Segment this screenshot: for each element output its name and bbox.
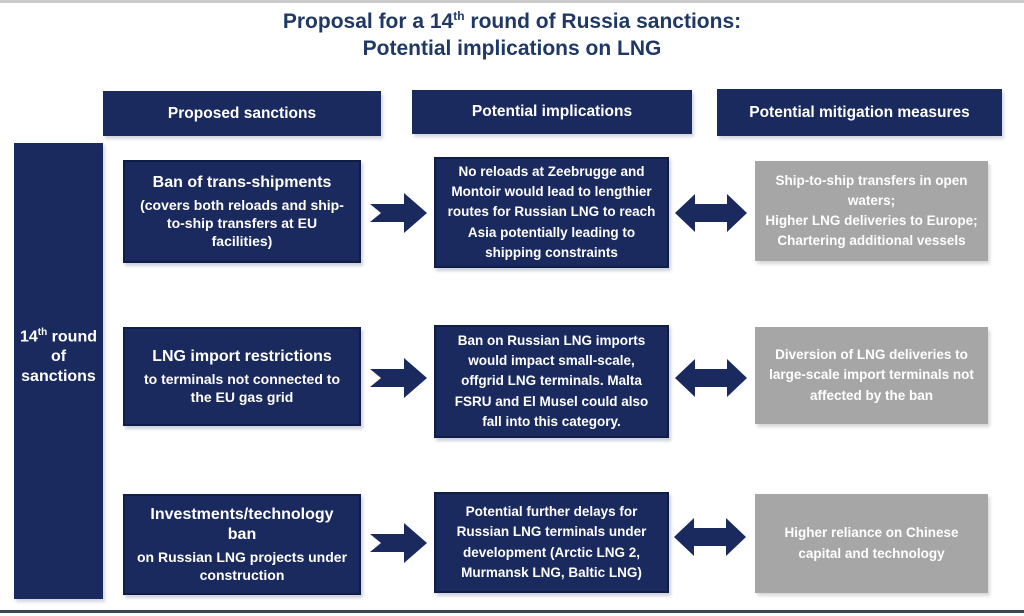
diagram-title-line1: Proposal for a 14th round of Russia sanc… bbox=[282, 9, 742, 33]
diagram-title: Proposal for a 14th round of Russia sanc… bbox=[0, 8, 1024, 63]
sanction-title: Ban of trans-shipments bbox=[152, 173, 332, 191]
side-label-text: 14th round of sanctions bbox=[19, 326, 97, 386]
mitigation-text: Higher reliance on Chinese capital and t… bbox=[784, 525, 959, 561]
top-border-line bbox=[0, 0, 1024, 3]
sanction-detail: to terminals not connected to the EU gas… bbox=[143, 370, 340, 405]
sanction-detail: (covers both reloads and ship-to-ship tr… bbox=[140, 196, 344, 249]
double-arrow-icon bbox=[674, 190, 748, 236]
sanction-box-investments-technology-ban: Investments/technology ban on Russian LN… bbox=[123, 494, 361, 595]
sanction-box-ban-of-trans-shipments: Ban of trans-shipments (covers both relo… bbox=[123, 160, 361, 263]
mitigation-box-row2: Diversion of LNG deliveries to large-sca… bbox=[755, 327, 988, 424]
implication-box-row3: Potential further delays for Russian LNG… bbox=[434, 492, 669, 593]
implication-box-row1: No reloads at Zeebrugge and Montoir woul… bbox=[434, 157, 669, 268]
right-arrow-icon bbox=[368, 191, 428, 235]
implication-text: Ban on Russian LNG imports would impact … bbox=[454, 332, 649, 429]
mitigation-box-row1: Ship-to-ship transfers in open waters; H… bbox=[755, 161, 988, 261]
implication-box-row2: Ban on Russian LNG imports would impact … bbox=[434, 325, 669, 438]
mitigation-box-row3: Higher reliance on Chinese capital and t… bbox=[755, 494, 988, 593]
right-arrow-icon bbox=[368, 521, 428, 565]
column-header-potential-implications: Potential implications bbox=[412, 90, 692, 134]
diagram-title-line2: Potential implications on LNG bbox=[362, 37, 662, 61]
sanction-title: LNG import restrictions bbox=[152, 347, 332, 365]
column-header-proposed-sanctions: Proposed sanctions bbox=[103, 91, 381, 136]
sanction-detail: on Russian LNG projects under constructi… bbox=[136, 549, 348, 584]
column-header-potential-mitigation-measures: Potential mitigation measures bbox=[717, 89, 1002, 136]
implication-text: Potential further delays for Russian LNG… bbox=[456, 504, 647, 580]
double-arrow-icon bbox=[674, 355, 748, 401]
sanction-box-lng-import-restrictions: LNG import restrictions to terminals not… bbox=[123, 327, 361, 426]
sanction-title: Investments/technology ban bbox=[150, 505, 334, 544]
implication-text: No reloads at Zeebrugge and Montoir woul… bbox=[447, 163, 656, 260]
side-label-14th-round-of-sanctions: 14th round of sanctions bbox=[14, 143, 103, 599]
mitigation-text: Diversion of LNG deliveries to large-sca… bbox=[769, 347, 974, 403]
mitigation-text: Ship-to-ship transfers in open waters; H… bbox=[765, 172, 978, 249]
double-arrow-icon bbox=[673, 514, 747, 560]
right-arrow-icon bbox=[368, 356, 428, 400]
bottom-border-line bbox=[0, 610, 1024, 613]
